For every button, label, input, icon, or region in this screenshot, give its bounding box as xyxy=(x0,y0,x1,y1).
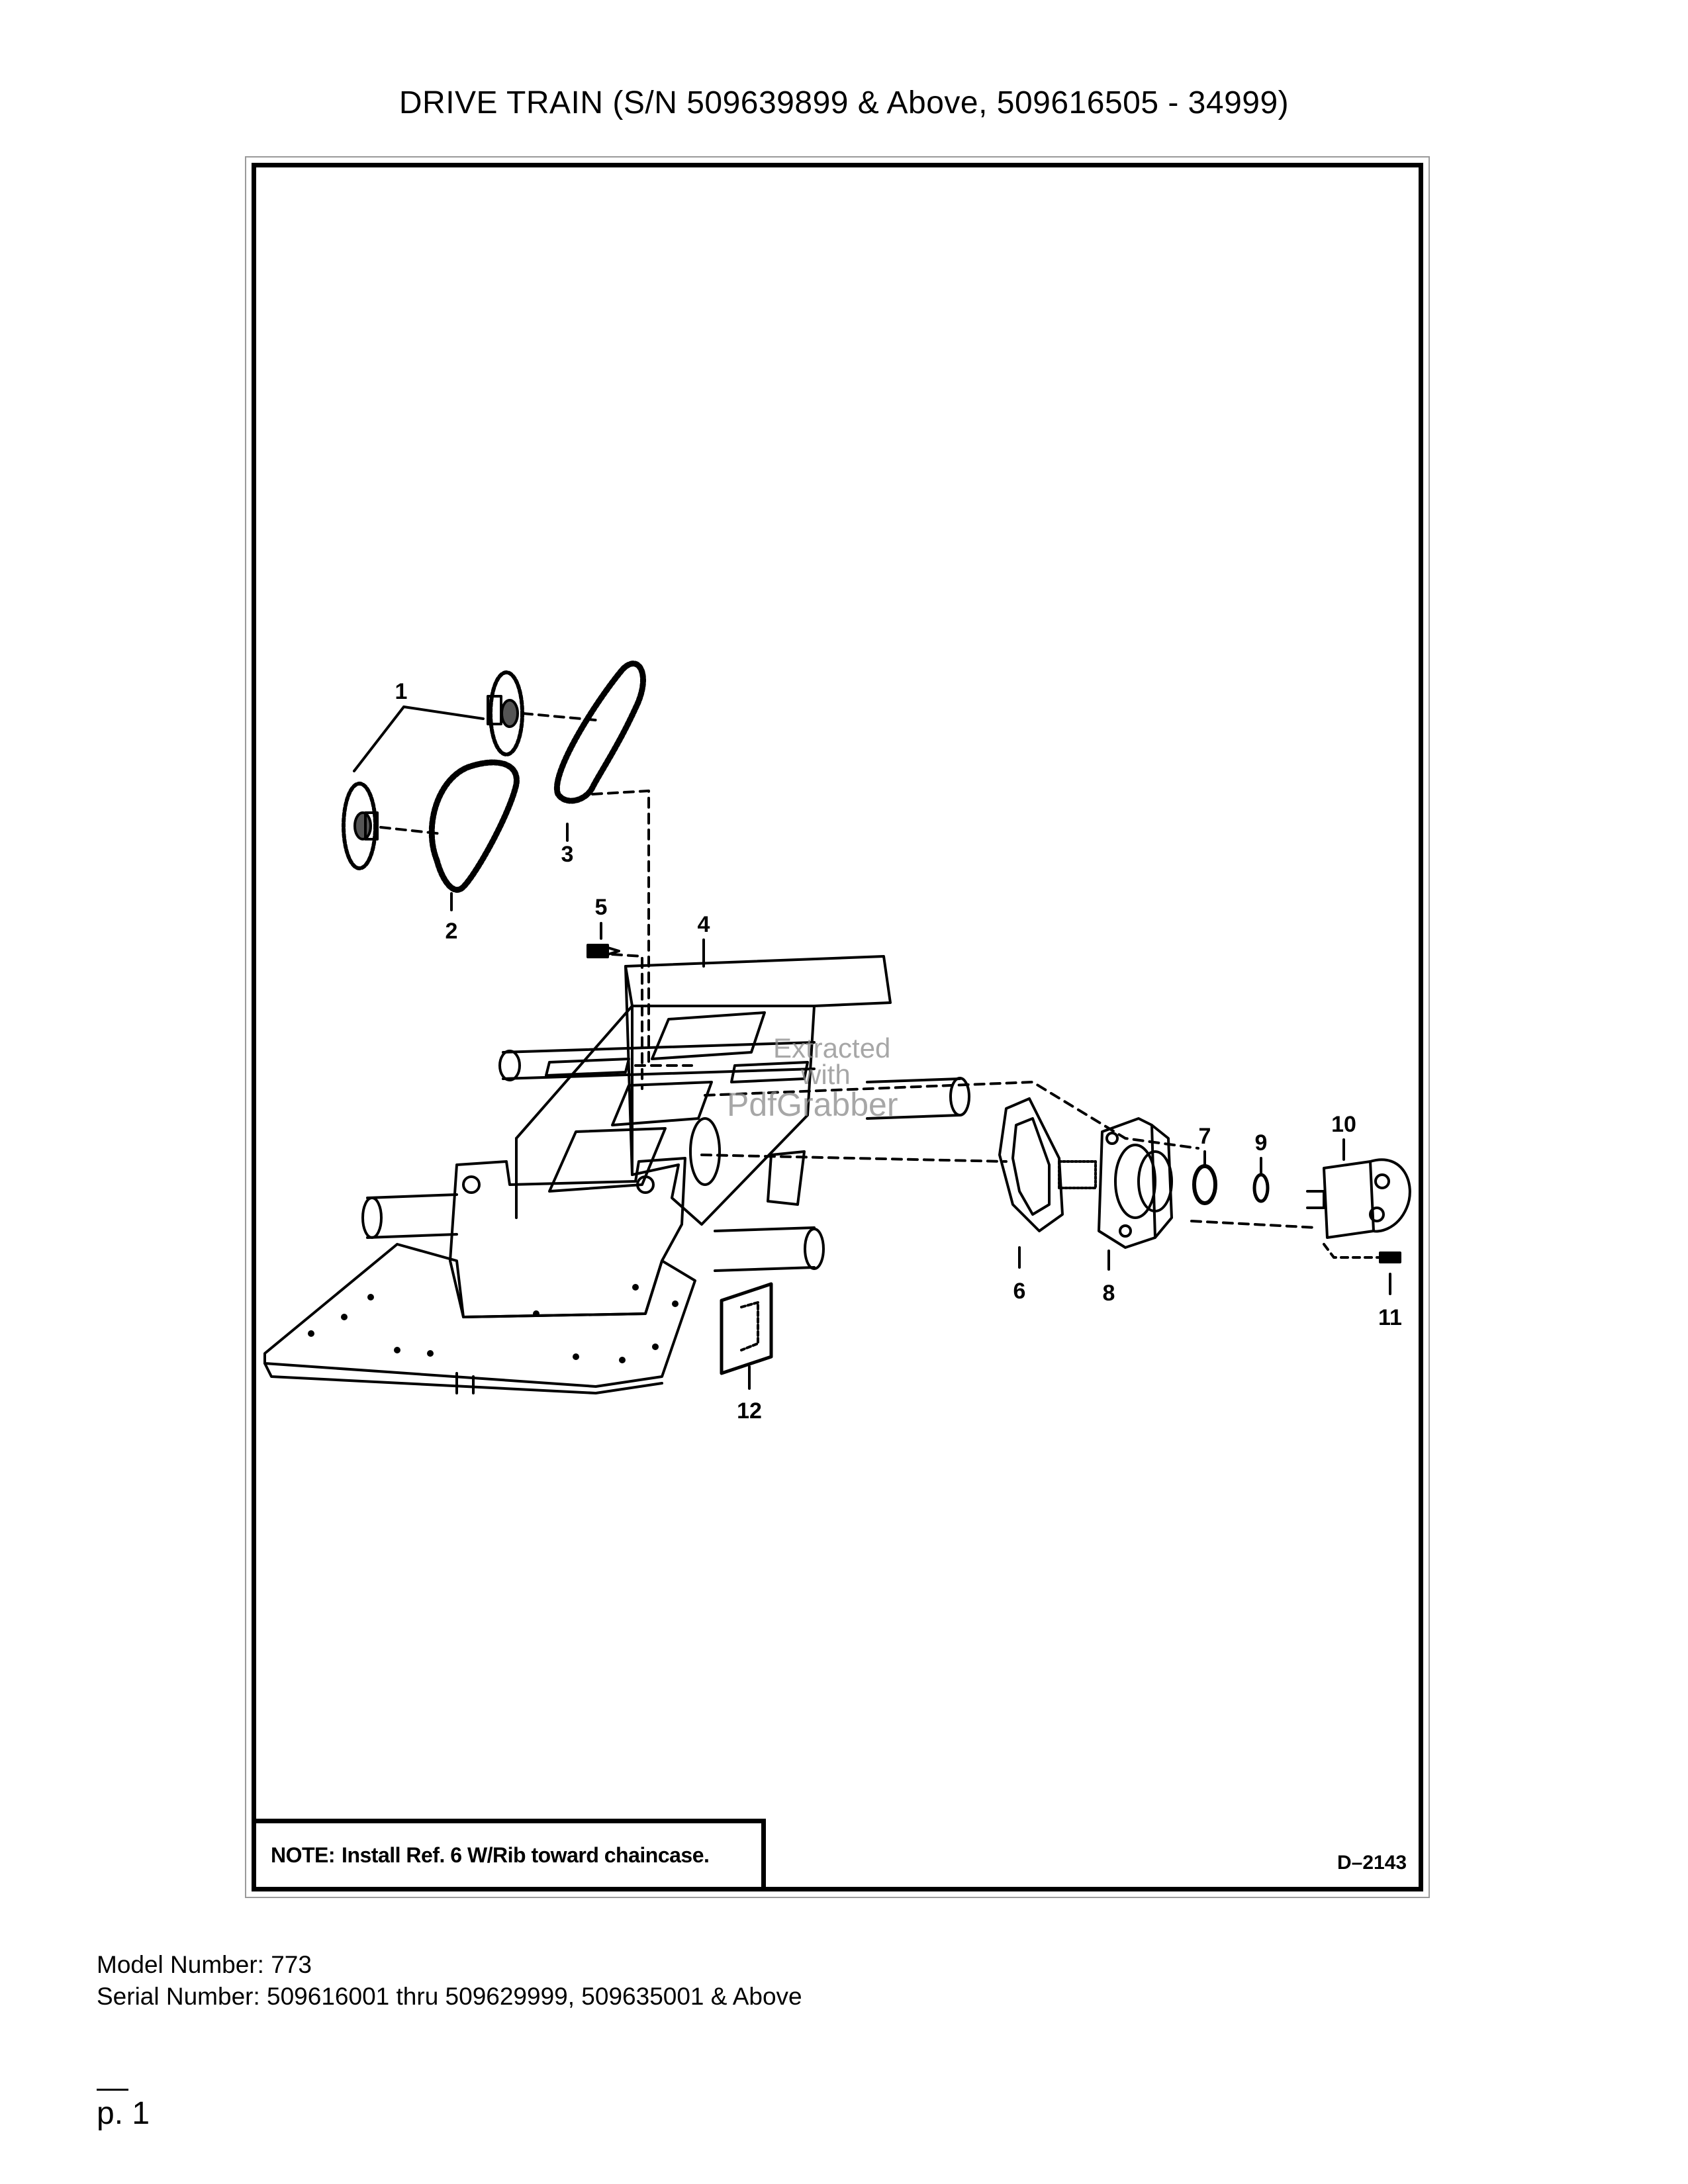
page-number: p. 1 xyxy=(97,2096,150,2131)
callout-6: 6 xyxy=(1013,1279,1026,1304)
chain-lower xyxy=(428,759,520,893)
callout-1: 1 xyxy=(395,679,408,704)
page-title: DRIVE TRAIN (S/N 509639899 & Above, 5096… xyxy=(399,85,1289,120)
callout-5: 5 xyxy=(595,895,608,920)
sprocket-upper xyxy=(487,670,524,756)
motor-ref-10 xyxy=(1306,1158,1411,1239)
model-number: Model Number: 773 xyxy=(97,1951,312,1978)
serial-number: Serial Number: 509616001 thru 509629999,… xyxy=(97,1983,802,2010)
page-number-rule xyxy=(97,2089,128,2091)
figure-outer-frame xyxy=(245,156,1430,1898)
callout-9: 9 xyxy=(1255,1130,1268,1156)
note-label: NOTE: xyxy=(271,1843,336,1867)
callout-4: 4 xyxy=(698,912,710,937)
callout-2: 2 xyxy=(445,919,458,944)
gasket-ref-6 xyxy=(998,1097,1064,1232)
watermark-line-3: PdfGrabber xyxy=(727,1086,898,1123)
callout-11: 11 xyxy=(1378,1305,1402,1330)
callout-12: 12 xyxy=(737,1398,762,1424)
figure-frame xyxy=(252,163,1423,1891)
chaincase-frame xyxy=(263,955,970,1394)
chain-upper xyxy=(554,660,646,804)
figure-id: D–2143 xyxy=(1337,1852,1407,1874)
callout-7: 7 xyxy=(1199,1124,1211,1149)
callout-8: 8 xyxy=(1103,1281,1115,1306)
callout-10: 10 xyxy=(1331,1112,1356,1137)
note-text: Install Ref. 6 W/Rib toward chaincase. xyxy=(342,1843,710,1867)
installation-note: NOTE: Install Ref. 6 W/Rib toward chainc… xyxy=(256,1819,766,1887)
watermark-line-1: Extracted xyxy=(773,1032,891,1064)
adapter-ref-8 xyxy=(1058,1117,1173,1249)
callout-3: 3 xyxy=(561,842,574,867)
watermark-line-2: with xyxy=(801,1059,851,1090)
sprocket-lower xyxy=(342,782,379,870)
